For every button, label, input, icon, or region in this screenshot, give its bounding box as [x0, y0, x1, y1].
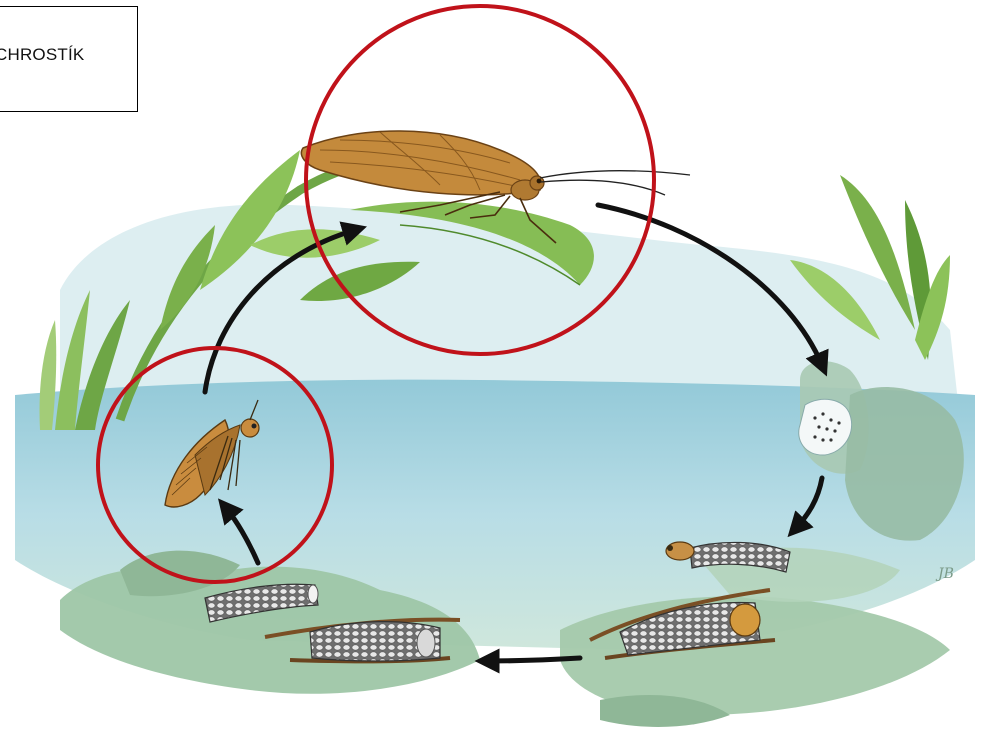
arrow-case-to-pupa: [487, 658, 580, 661]
artist-signature: JB: [935, 566, 954, 582]
species-label: CHROSTÍK: [0, 45, 84, 65]
label-box: CHROSTÍK: [0, 6, 138, 112]
